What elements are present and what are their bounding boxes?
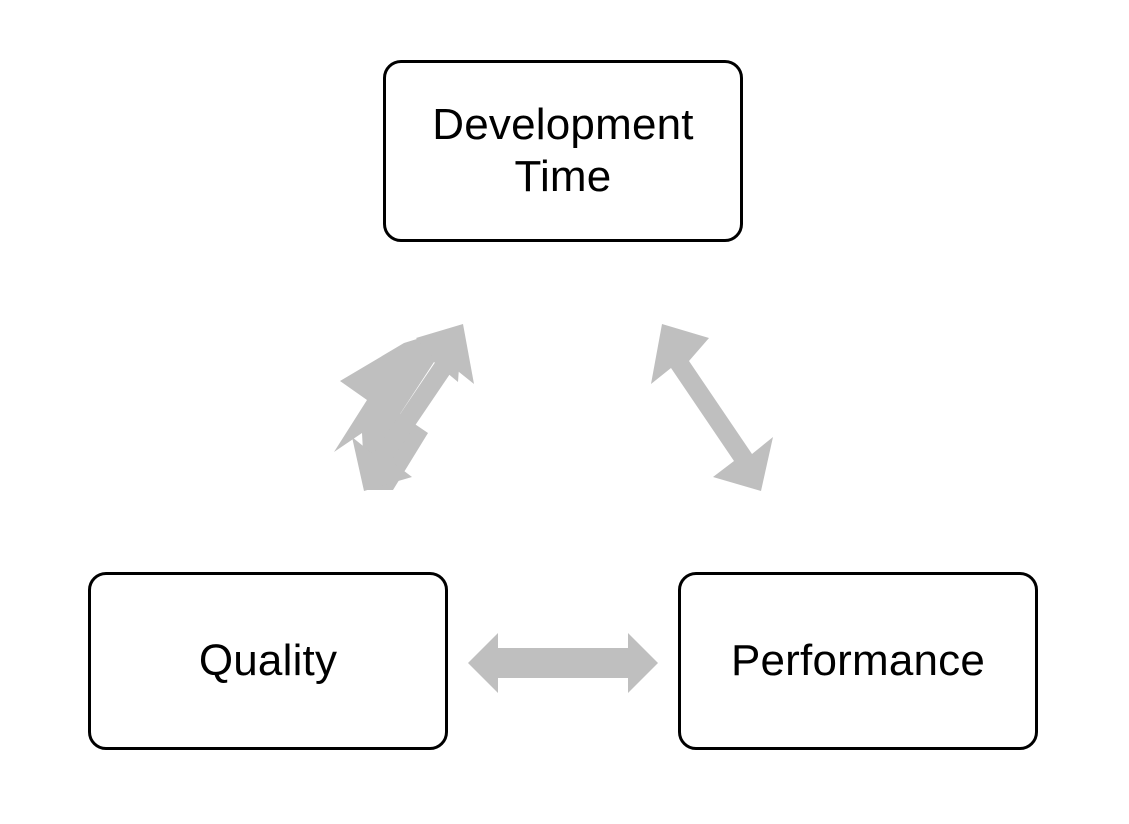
arrow-quality-performance[interactable] bbox=[468, 633, 658, 693]
node-development-time-label: Development Time bbox=[432, 100, 694, 201]
node-development-time[interactable]: Development Time bbox=[383, 60, 743, 242]
node-quality-label: Quality bbox=[198, 636, 338, 686]
node-performance-label: Performance bbox=[730, 636, 986, 686]
arrow-development-time-quality[interactable] bbox=[334, 324, 474, 491]
node-performance[interactable]: Performance bbox=[678, 572, 1038, 750]
arrow-development-time-performance[interactable] bbox=[651, 324, 773, 491]
node-quality[interactable]: Quality bbox=[88, 572, 448, 750]
